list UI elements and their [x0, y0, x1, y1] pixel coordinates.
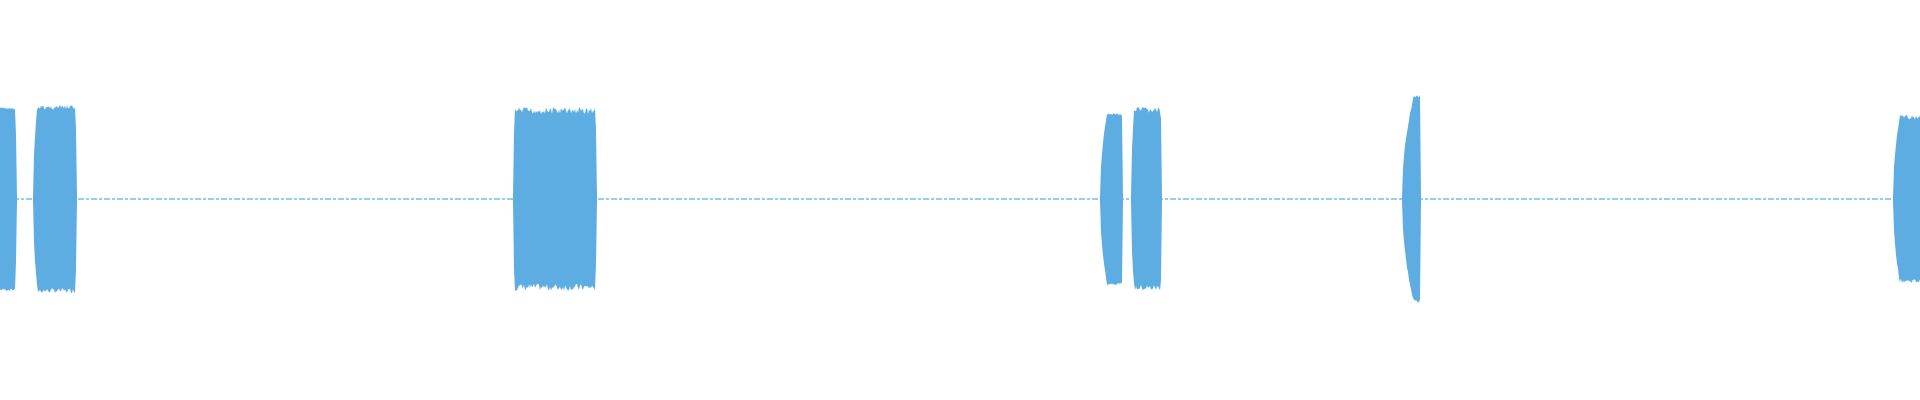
audio-clip-2[interactable]	[33, 105, 77, 293]
audio-clips	[0, 95, 1920, 303]
audio-clip-5[interactable]	[1131, 107, 1162, 291]
audio-clip-1[interactable]	[0, 107, 17, 291]
audio-clip-6[interactable]	[1402, 95, 1421, 303]
audio-clip-4[interactable]	[1100, 113, 1123, 285]
audio-clip-3[interactable]	[513, 107, 597, 291]
audio-clip-7[interactable]	[1893, 115, 1920, 283]
